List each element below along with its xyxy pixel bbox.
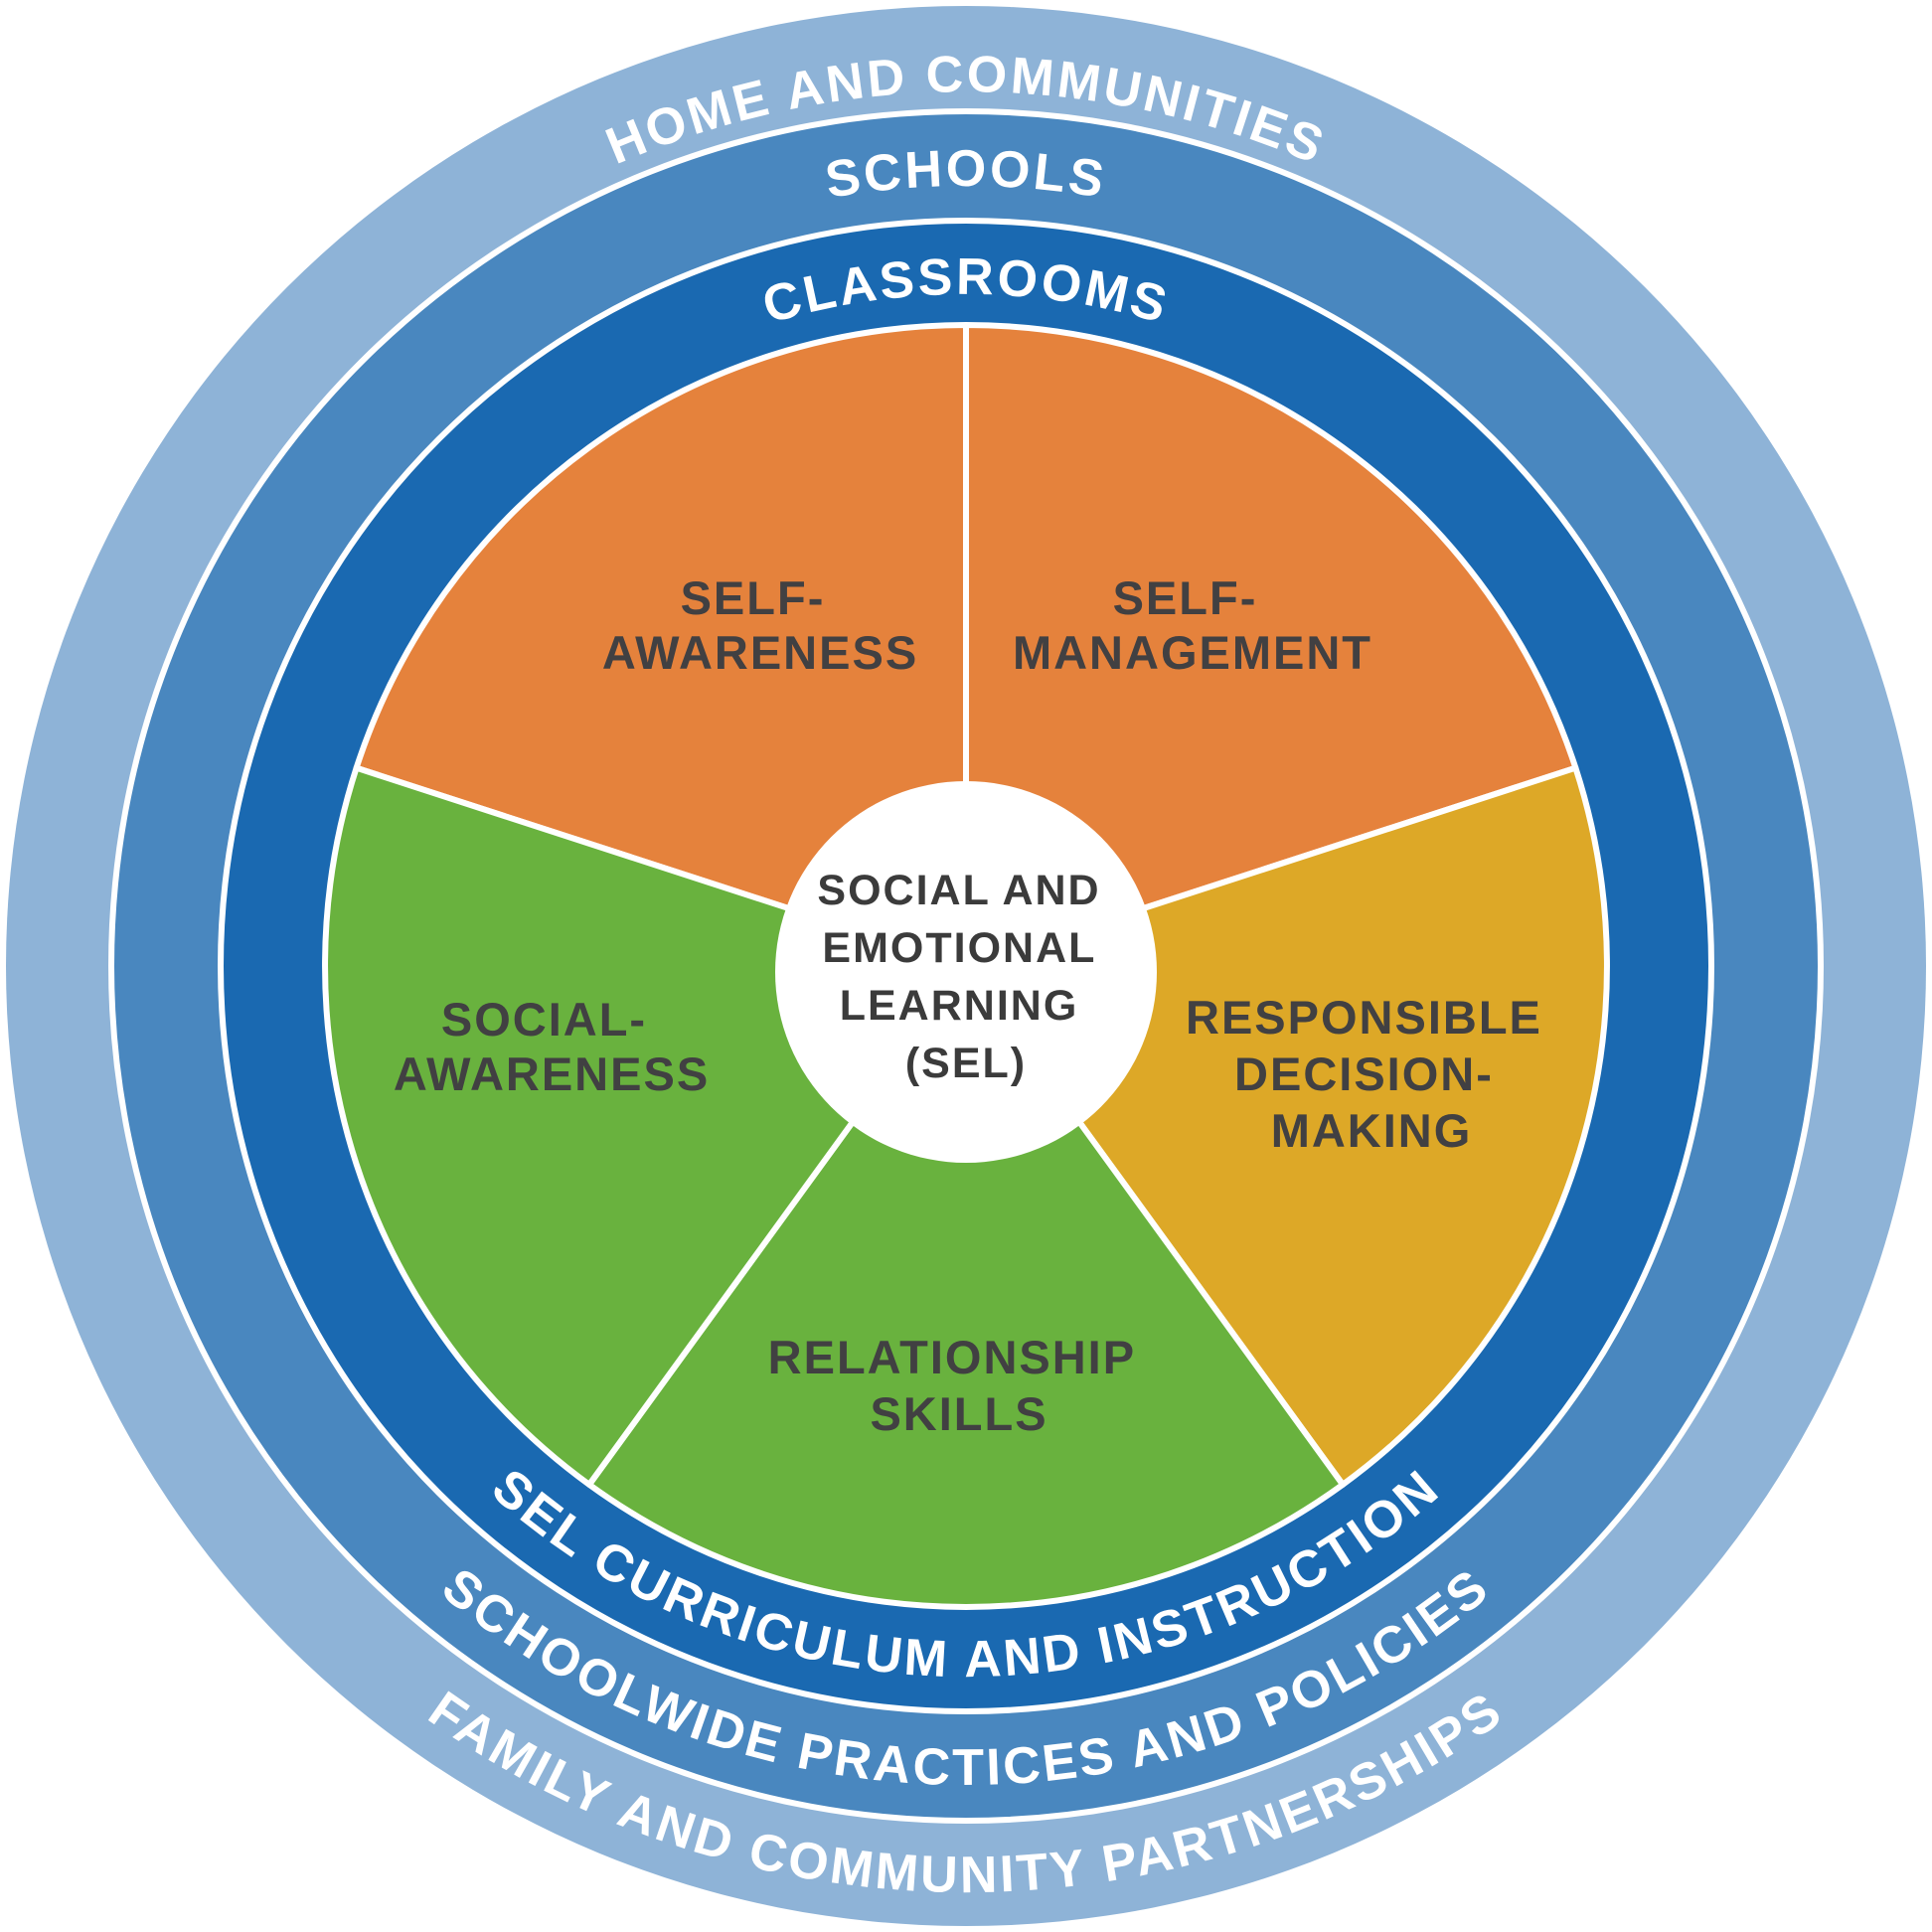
wedge-label-line: MANAGEMENT [1013, 626, 1372, 679]
center-label-line: EMOTIONAL [822, 924, 1095, 972]
wedge-label-line: AWARENESS [394, 1047, 710, 1100]
center-label-line: LEARNING [840, 982, 1079, 1030]
center-label-line: (SEL) [905, 1040, 1027, 1087]
center-circle [775, 781, 1157, 1163]
wedge-self-management [963, 322, 1579, 969]
label-self-awareness: SELF- AWARENESS [602, 571, 918, 679]
label-self-management: SELF- MANAGEMENT [1013, 571, 1372, 679]
wedge-label-line: SKILLS [870, 1387, 1047, 1440]
wedge-label-line: SELF- [1113, 571, 1258, 624]
label-responsible-decision-making: RESPONSIBLE DECISION- MAKING [1186, 991, 1557, 1157]
wedge-self-awareness [353, 322, 969, 969]
wedge-label-line: MAKING [1271, 1104, 1473, 1157]
wedge-label-line: RESPONSIBLE [1186, 991, 1542, 1044]
label-social-awareness: SOCIAL- AWARENESS [394, 993, 710, 1100]
wedge-label-line: SOCIAL- [441, 993, 647, 1046]
wedge-label-line: DECISION- [1234, 1047, 1494, 1100]
wedge-relationship-skills [585, 963, 1347, 1610]
center-label-line: SOCIAL AND [817, 867, 1100, 914]
wedge-label-line: SELF- [681, 571, 826, 624]
center-label: SOCIAL AND EMOTIONAL LEARNING (SEL) [817, 867, 1114, 1087]
label-relationship-skills: RELATIONSHIP SKILLS [768, 1331, 1151, 1440]
wedge-label-line: RELATIONSHIP [768, 1331, 1136, 1383]
wedge-label-line: AWARENESS [602, 626, 918, 679]
